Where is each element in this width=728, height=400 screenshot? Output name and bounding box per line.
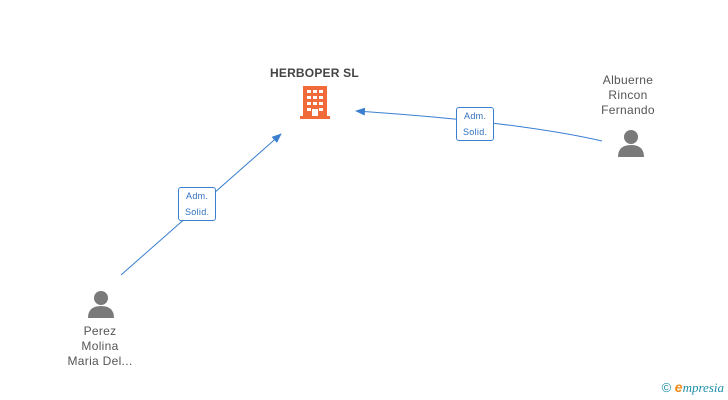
brand-initial: e <box>674 379 683 395</box>
building-icon[interactable] <box>300 86 330 119</box>
name-line: Fernando <box>601 103 655 117</box>
edge-label-line: Adm. <box>186 191 209 201</box>
company-name[interactable]: HERBOPER SL <box>270 66 359 80</box>
edge-label-line: Solid. <box>185 207 210 217</box>
person-icon[interactable] <box>88 291 114 318</box>
copyright-symbol: © <box>661 380 672 395</box>
edge-label-perez: Adm. Solid. <box>178 187 217 221</box>
person-name-albuerne[interactable]: Albuerne Rincon Fernando <box>586 73 670 118</box>
edge-label-albuerne: Adm. Solid. <box>456 107 495 141</box>
name-line: Molina <box>81 339 119 353</box>
name-line: Maria Del... <box>67 354 133 368</box>
name-line: Rincon <box>608 88 648 102</box>
name-line: Perez <box>83 324 117 338</box>
empresia-watermark: © empresia <box>662 379 724 396</box>
edge-label-line: Adm. <box>464 111 487 121</box>
edge-albuerne-company <box>355 107 603 142</box>
person-name-perez[interactable]: Perez Molina Maria Del... <box>55 324 145 369</box>
person-icon[interactable] <box>618 130 644 157</box>
edge-label-line: Solid. <box>463 127 488 137</box>
brand-rest: mpresia <box>682 380 724 395</box>
name-line: Albuerne <box>602 73 654 87</box>
